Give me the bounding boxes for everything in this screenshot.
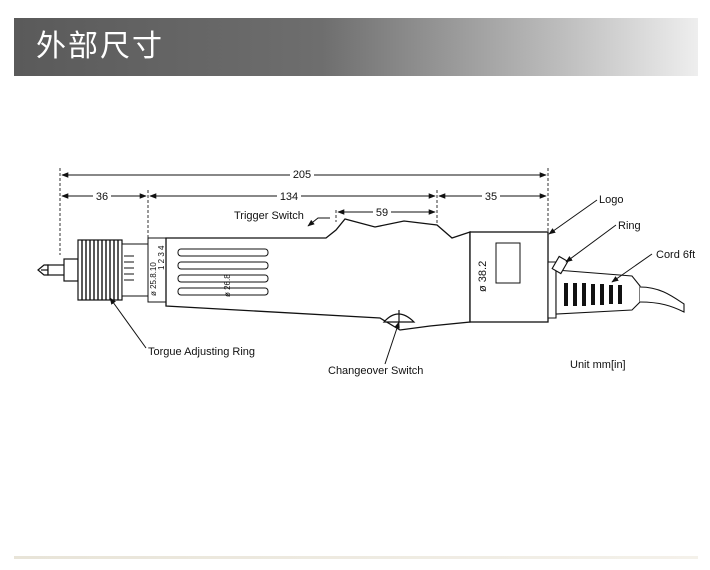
ring-shape	[551, 255, 569, 275]
dim-mid-value: 134	[280, 191, 298, 203]
cord-label: Cord 6ft	[656, 249, 695, 261]
logo-label: Logo	[599, 194, 623, 206]
ring-label: Ring	[618, 220, 641, 232]
dim-overall-value: 205	[293, 169, 311, 181]
grip-body	[165, 218, 471, 331]
bit	[37, 258, 79, 282]
dim-trigger-value: 59	[376, 207, 388, 219]
torque-ring-label: Torgue Adjusting Ring	[148, 346, 255, 358]
torque-ring	[77, 239, 149, 301]
dim-left-value: 36	[96, 191, 108, 203]
trigger-switch-label: Trigger Switch	[234, 210, 304, 222]
bottom-divider	[14, 556, 698, 559]
grip-slots	[177, 248, 269, 296]
unit-label: Unit mm[in]	[570, 359, 626, 371]
extension-lines	[59, 168, 549, 255]
page-title: 外部尺寸	[36, 29, 164, 64]
leader-lines	[109, 199, 653, 365]
dim-right-value: 35	[485, 191, 497, 203]
nose-label: ø 25.8.10	[149, 262, 158, 296]
nose-scale: 1 2 3 4	[157, 245, 166, 270]
header-bar: 外部尺寸	[14, 18, 698, 76]
rear-diameter: ø 38.2	[477, 261, 489, 292]
rear-housing	[469, 231, 549, 323]
grip-diameter: ø 26.8	[223, 274, 232, 297]
changeover-switch-label: Changeover Switch	[328, 365, 423, 377]
cord-assembly	[547, 261, 685, 319]
changeover-switch-shape	[382, 310, 416, 323]
